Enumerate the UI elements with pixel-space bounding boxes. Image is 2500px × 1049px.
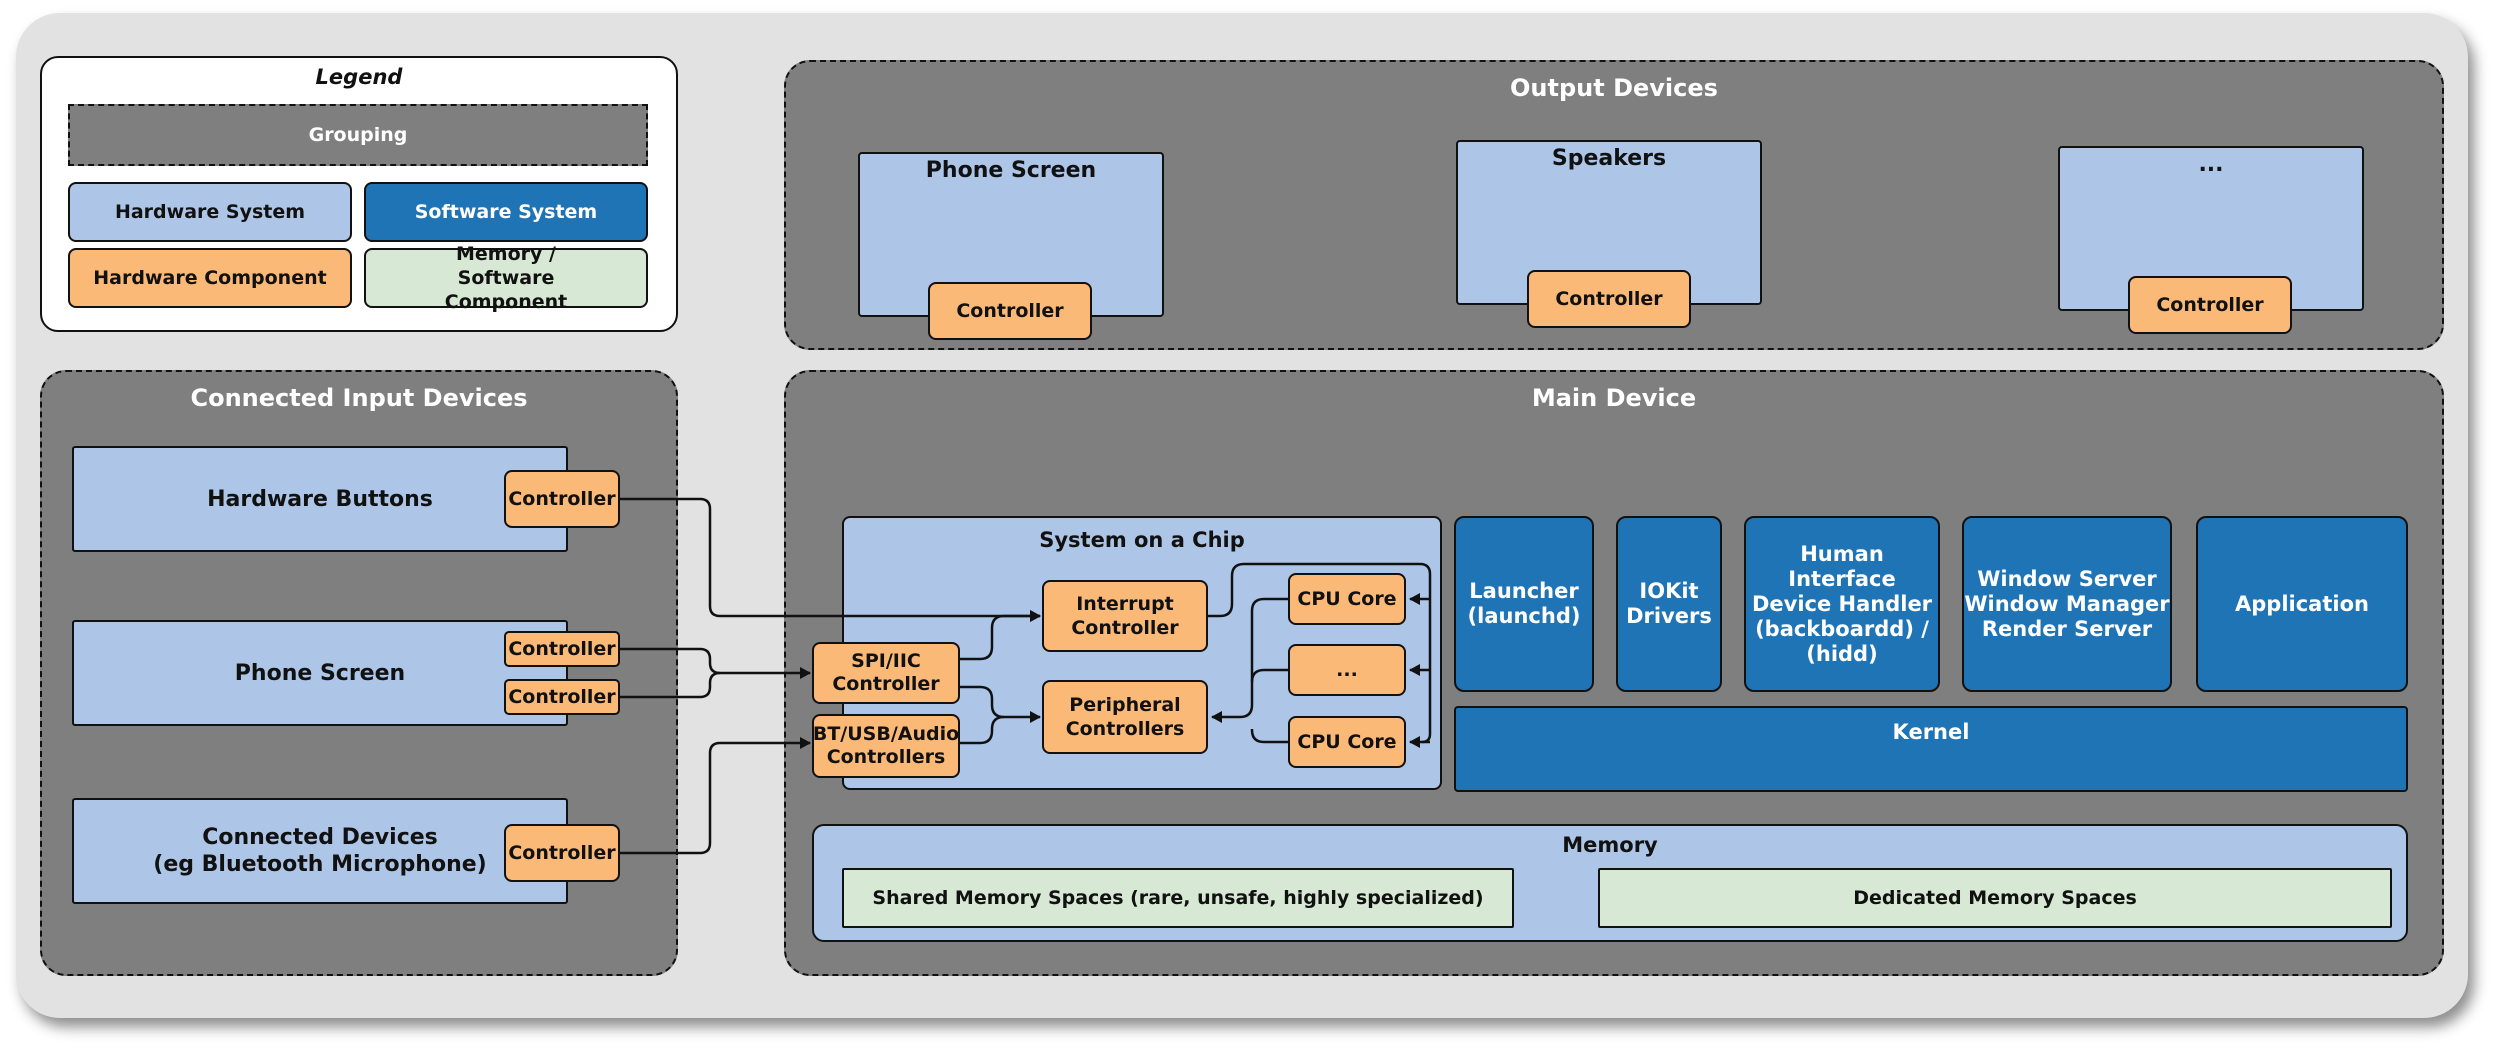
iokit-drivers-label: IOKit Drivers xyxy=(1626,579,1712,628)
window-server: Window Server Window Manager Render Serv… xyxy=(1962,516,2172,692)
legend-grouping: Grouping xyxy=(68,104,648,166)
input-hardware-buttons-controller-label: Controller xyxy=(508,488,616,510)
main-device-title: Main Device xyxy=(1531,384,1697,412)
shared-memory-spaces-label: Shared Memory Spaces (rare, unsafe, high… xyxy=(872,887,1484,909)
output-more-label: ... xyxy=(2198,152,2224,177)
legend-hardware-component-label: Hardware Component xyxy=(93,267,327,289)
legend-title: Legend xyxy=(315,65,403,89)
input-phone-screen-controller-2-label: Controller xyxy=(508,686,616,708)
cpu-core-more: ... xyxy=(1288,644,1406,696)
spi-controller-label: SPI/IIC Controller xyxy=(832,650,940,695)
application-label: Application xyxy=(2235,592,2369,616)
bt-usb-audio-controllers-label: BT/USB/Audio Controllers xyxy=(812,723,960,768)
input-phone-screen-controller-1-label: Controller xyxy=(508,638,616,660)
peripheral-controllers-label: Peripheral Controllers xyxy=(1065,694,1185,740)
cpu-core-2-label: CPU Core xyxy=(1297,731,1397,753)
application: Application xyxy=(2196,516,2408,692)
dedicated-memory-spaces: Dedicated Memory Spaces xyxy=(1598,868,2392,928)
legend-software-system: Software System xyxy=(364,182,648,242)
output-phone-screen-controller-label: Controller xyxy=(956,300,1064,322)
interrupt-controller: Interrupt Controller xyxy=(1042,580,1208,652)
legend-hardware-system-label: Hardware System xyxy=(114,201,306,223)
input-connected-devices-controller-label: Controller xyxy=(508,842,616,864)
legend-memory-component: Memory / Software Component xyxy=(364,243,648,313)
input-connected-devices-controller: Controller xyxy=(504,824,620,882)
shared-memory-spaces: Shared Memory Spaces (rare, unsafe, high… xyxy=(842,868,1514,928)
kernel-label: Kernel xyxy=(1892,720,1970,744)
iokit-drivers: IOKit Drivers xyxy=(1616,516,1722,692)
legend-hardware-component: Hardware Component xyxy=(68,248,352,308)
bt-usb-audio-controllers: BT/USB/Audio Controllers xyxy=(812,714,960,778)
legend-memory-component-label: Memory / Software Component xyxy=(444,243,568,313)
input-phone-screen-label: Phone Screen xyxy=(234,660,406,686)
input-connected-devices-label: Connected Devices (eg Bluetooth Micropho… xyxy=(153,825,487,877)
output-more-controller-label: Controller xyxy=(2156,294,2264,316)
window-server-label: Window Server Window Manager Render Serv… xyxy=(1964,566,2170,641)
spi-controller: SPI/IIC Controller xyxy=(812,642,960,704)
kernel: Kernel xyxy=(1454,706,2408,792)
input-devices-title: Connected Input Devices xyxy=(190,384,528,412)
input-phone-screen-controller-2: Controller xyxy=(504,679,620,715)
cpu-core-1-label: CPU Core xyxy=(1297,588,1397,610)
output-more-controller: Controller xyxy=(2128,276,2292,334)
cpu-core-1: CPU Core xyxy=(1288,573,1406,625)
interrupt-controller-label: Interrupt Controller xyxy=(1071,593,1179,639)
output-speakers-controller: Controller xyxy=(1527,270,1691,328)
cpu-core-2: CPU Core xyxy=(1288,716,1406,768)
output-speakers-label: Speakers xyxy=(1551,146,1667,171)
peripheral-controllers: Peripheral Controllers xyxy=(1042,680,1208,754)
legend-hardware-system: Hardware System xyxy=(68,182,352,242)
output-devices-title: Output Devices xyxy=(1510,74,1718,102)
input-connected-devices: Connected Devices (eg Bluetooth Micropho… xyxy=(72,798,568,904)
dedicated-memory-spaces-label: Dedicated Memory Spaces xyxy=(1853,887,2137,909)
output-more: ... xyxy=(2058,146,2364,311)
launcher-label: Launcher (launchd) xyxy=(1467,579,1581,628)
soc-title: System on a Chip xyxy=(1039,528,1245,552)
input-phone-screen: Phone Screen xyxy=(72,620,568,726)
legend-grouping-label: Grouping xyxy=(308,124,408,146)
hid-handler-label: Human Interface Device Handler (backboar… xyxy=(1751,541,1933,666)
cpu-core-more-label: ... xyxy=(1336,659,1358,681)
input-hardware-buttons-label: Hardware Buttons xyxy=(207,486,433,512)
launcher: Launcher (launchd) xyxy=(1454,516,1594,692)
input-hardware-buttons-controller: Controller xyxy=(504,470,620,528)
input-phone-screen-controller-1: Controller xyxy=(504,631,620,667)
legend-software-system-label: Software System xyxy=(414,201,598,223)
memory-title: Memory xyxy=(1562,833,1658,857)
hid-handler: Human Interface Device Handler (backboar… xyxy=(1744,516,1940,692)
output-phone-screen-controller: Controller xyxy=(928,282,1092,340)
input-hardware-buttons: Hardware Buttons xyxy=(72,446,568,552)
output-phone-screen-label: Phone Screen xyxy=(925,158,1097,183)
output-speakers-controller-label: Controller xyxy=(1555,288,1663,310)
